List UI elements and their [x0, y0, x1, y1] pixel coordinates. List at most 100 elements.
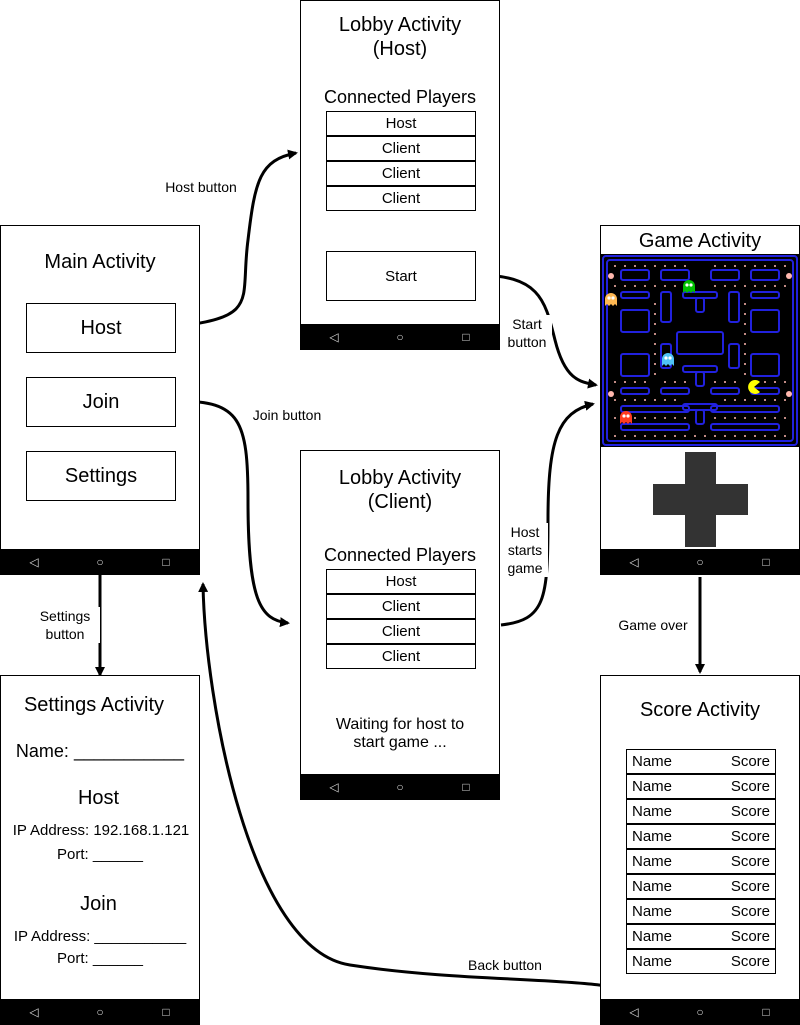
score-row: Name Score [626, 749, 776, 774]
title-line: Lobby Activity [338, 467, 462, 489]
join-button[interactable]: Join [26, 377, 176, 427]
score-value: Score [730, 753, 770, 770]
edge-label-line: button [507, 334, 547, 350]
score-name: Name [632, 803, 673, 820]
main-activity-title: Main Activity [44, 251, 156, 273]
edge-label-line: Settings [39, 608, 91, 624]
home-nav-icon[interactable]: ○ [96, 554, 104, 569]
score-activity-title: Score Activity [639, 699, 761, 721]
title-line: Lobby Activity [338, 14, 462, 36]
score-value: Score [730, 878, 770, 895]
home-nav-icon[interactable]: ○ [96, 1004, 104, 1019]
edge-label-host-starts-game: Host starts game [502, 523, 548, 577]
ghost-red-icon [620, 411, 632, 424]
game-activity-screen: Game Activity [600, 225, 800, 575]
join-port-field[interactable]: Port: ______ [57, 950, 143, 967]
score-name: Name [632, 853, 673, 870]
dpad-icon[interactable] [653, 452, 748, 547]
back-nav-icon[interactable]: ◁ [29, 554, 39, 569]
connected-players-heading: Connected Players [323, 87, 477, 107]
player-row: Client [326, 619, 476, 644]
player-row: Client [326, 136, 476, 161]
waiting-line: start game ... [353, 734, 447, 751]
waiting-line: Waiting for host to [335, 716, 465, 733]
back-nav-icon[interactable]: ◁ [329, 779, 339, 794]
back-nav-icon[interactable]: ◁ [329, 329, 339, 344]
host-port-field[interactable]: Port: ______ [57, 846, 143, 863]
edge-label-line: Host [510, 524, 540, 540]
home-nav-icon[interactable]: ○ [396, 779, 404, 794]
arrow-join [177, 399, 290, 628]
score-row: Name Score [626, 924, 776, 949]
android-navbar: ◁ ○ □ [301, 774, 499, 799]
edge-label-line: starts [507, 542, 543, 558]
edge-label-start-button: Start button [502, 315, 552, 351]
recents-nav-icon[interactable]: □ [162, 554, 170, 569]
player-list: Host Client Client Client [326, 569, 476, 669]
player-row: Client [326, 594, 476, 619]
score-name: Name [632, 928, 673, 945]
android-navbar: ◁ ○ □ [601, 549, 799, 574]
join-ip-address-field[interactable]: IP Address: ___________ [13, 928, 187, 945]
score-name: Name [632, 828, 673, 845]
player-row: Host [326, 111, 476, 136]
recents-nav-icon[interactable]: □ [762, 1004, 770, 1019]
player-list: Host Client Client Client [326, 111, 476, 211]
player-row: Host [326, 569, 476, 594]
android-navbar: ◁ ○ □ [1, 549, 199, 574]
game-activity-title: Game Activity [638, 230, 762, 252]
lobby-client-screen: Lobby Activity (Client) Connected Player… [300, 450, 500, 800]
name-field[interactable]: Name: ___________ [15, 741, 185, 761]
arrow-back [198, 582, 639, 999]
back-nav-icon[interactable]: ◁ [629, 554, 639, 569]
back-nav-icon[interactable]: ◁ [629, 1004, 639, 1019]
host-heading: Host [77, 787, 120, 809]
main-activity-screen: Main Activity Host Join Settings ◁ ○ □ [0, 225, 200, 575]
recents-nav-icon[interactable]: □ [762, 554, 770, 569]
home-nav-icon[interactable]: ○ [396, 329, 404, 344]
score-value: Score [730, 928, 770, 945]
score-value: Score [730, 953, 770, 970]
pacman-game-board [601, 254, 799, 447]
waiting-message: Waiting for host to start game ... [301, 716, 499, 752]
lobby-client-title: Lobby Activity (Client) [301, 466, 499, 514]
title-line: (Host) [372, 38, 428, 60]
lobby-host-screen: Lobby Activity (Host) Connected Players … [300, 0, 500, 350]
edge-label-host-button: Host button [158, 178, 244, 196]
arrow-host [179, 149, 298, 328]
score-name: Name [632, 778, 673, 795]
settings-button[interactable]: Settings [26, 451, 176, 501]
edge-label-line: button [45, 626, 85, 642]
score-value: Score [730, 778, 770, 795]
player-row: Client [326, 644, 476, 669]
pacman-icon [748, 380, 760, 394]
settings-activity-title: Settings Activity [23, 694, 165, 716]
ghost-blue-icon [662, 353, 674, 366]
host-button[interactable]: Host [26, 303, 176, 353]
connected-players-heading: Connected Players [323, 545, 477, 565]
score-name: Name [632, 903, 673, 920]
score-name: Name [632, 953, 673, 970]
back-nav-icon[interactable]: ◁ [29, 1004, 39, 1019]
home-nav-icon[interactable]: ○ [696, 554, 704, 569]
home-nav-icon[interactable]: ○ [696, 1004, 704, 1019]
edge-label-settings-button: Settings button [30, 607, 100, 643]
player-row: Client [326, 186, 476, 211]
edge-label-join-button: Join button [244, 406, 330, 424]
score-name: Name [632, 753, 673, 770]
start-button[interactable]: Start [326, 251, 476, 301]
android-navbar: ◁ ○ □ [1, 999, 199, 1024]
recents-nav-icon[interactable]: □ [462, 329, 470, 344]
arrow-start [475, 273, 598, 389]
host-ip-address: IP Address: 192.168.1.121 [12, 822, 190, 839]
recents-nav-icon[interactable]: □ [162, 1004, 170, 1019]
edge-label-back-button: Back button [460, 956, 550, 974]
score-row: Name Score [626, 949, 776, 974]
recents-nav-icon[interactable]: □ [462, 779, 470, 794]
